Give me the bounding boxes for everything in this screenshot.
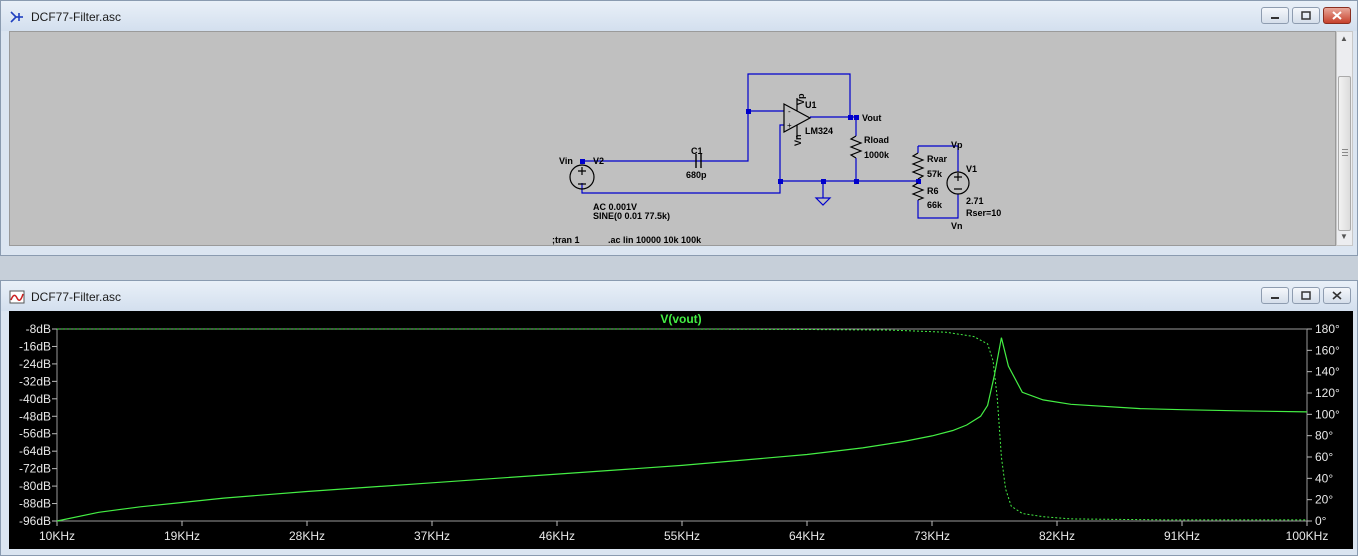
label-u1-model: LM324 xyxy=(805,126,833,136)
close-button[interactable] xyxy=(1323,287,1351,304)
label-rload-value: 1000k xyxy=(864,150,890,160)
label-vn: Vn xyxy=(951,221,963,231)
label-c1: C1 xyxy=(691,146,703,156)
ground-symbol xyxy=(814,197,832,206)
close-button[interactable] xyxy=(1323,7,1351,24)
x-tick-label: 64KHz xyxy=(789,529,825,543)
schematic-canvas[interactable]: - + Vin V2 C1 680p U1 LM xyxy=(9,31,1336,246)
label-v1-value: 2.71 xyxy=(966,196,984,206)
x-tick-label: 91KHz xyxy=(1164,529,1200,543)
x-tick-label: 100KHz xyxy=(1286,529,1329,543)
schematic-window-title: DCF77-Filter.asc xyxy=(31,10,122,24)
y-right-tick-label: 40° xyxy=(1315,471,1333,485)
y-right-tick-label: 0° xyxy=(1315,514,1327,528)
schematic-titlebar[interactable]: DCF77-Filter.asc xyxy=(1,1,1357,31)
svg-text:-: - xyxy=(788,107,791,116)
y-right-tick-label: 20° xyxy=(1315,493,1333,507)
label-vin: Vin xyxy=(559,156,573,166)
y-left-tick-label: -56dB xyxy=(19,427,51,441)
label-vp: Vp xyxy=(951,140,963,150)
minimize-button[interactable] xyxy=(1261,7,1289,24)
scroll-down-icon[interactable]: ▼ xyxy=(1340,232,1348,241)
directive-tran[interactable]: ;tran 1 xyxy=(552,235,580,245)
y-right-tick-label: 80° xyxy=(1315,429,1333,443)
label-v1: V1 xyxy=(966,164,977,174)
y-left-tick-label: -24dB xyxy=(19,357,51,371)
label-r6: R6 xyxy=(927,186,939,196)
opamp-u1[interactable]: - + xyxy=(783,98,812,138)
resistor-r6[interactable] xyxy=(911,182,925,201)
maximize-button[interactable] xyxy=(1292,7,1320,24)
scroll-up-icon[interactable]: ▲ xyxy=(1340,34,1348,43)
y-left-tick-label: -96dB xyxy=(19,514,51,528)
label-v2-ac: AC 0.001V xyxy=(593,202,637,212)
y-left-tick-label: -48dB xyxy=(19,409,51,423)
y-right-tick-label: 100° xyxy=(1315,407,1340,421)
y-left-tick-label: -32dB xyxy=(19,374,51,388)
voltage-source-v2[interactable] xyxy=(569,164,595,190)
minimize-button[interactable] xyxy=(1261,287,1289,304)
y-right-tick-label: 60° xyxy=(1315,450,1333,464)
label-rload: Rload xyxy=(864,135,889,145)
maximize-icon xyxy=(1301,11,1311,20)
y-left-tick-label: -88dB xyxy=(19,497,51,511)
label-v2: V2 xyxy=(593,156,604,166)
minimize-icon xyxy=(1271,16,1279,19)
series-magnitude-line xyxy=(56,337,1308,522)
x-tick-label: 73KHz xyxy=(914,529,950,543)
wire-junctions xyxy=(580,109,921,184)
maximize-button[interactable] xyxy=(1292,287,1320,304)
label-opamp-vn: Vn xyxy=(793,134,803,146)
label-opamp-vp: Vp xyxy=(796,93,806,105)
close-icon xyxy=(1332,11,1342,20)
label-rvar-value: 57k xyxy=(927,169,943,179)
plot-frame xyxy=(56,328,1308,522)
minimize-icon xyxy=(1271,296,1279,299)
y-right-tick-label: 140° xyxy=(1315,365,1340,379)
x-tick-label: 37KHz xyxy=(414,529,450,543)
y-right-tick-label: 120° xyxy=(1315,386,1340,400)
waveform-icon xyxy=(9,290,25,304)
x-tick-label: 82KHz xyxy=(1039,529,1075,543)
x-tick-label: 55KHz xyxy=(664,529,700,543)
series-phase-line xyxy=(57,328,1307,521)
waveform-plot[interactable]: V(vout) -8dB -16dB -24dB -32dB -40dB -48dB -56… xyxy=(9,311,1353,549)
x-tick-label: 28KHz xyxy=(289,529,325,543)
trace-legend[interactable]: V(vout) xyxy=(660,312,701,326)
label-rvar: Rvar xyxy=(927,154,948,164)
svg-text:+: + xyxy=(787,121,792,130)
resistor-rload[interactable] xyxy=(849,135,863,159)
schematic-icon xyxy=(10,11,23,23)
schematic-scrollbar[interactable]: ▲ ▼ xyxy=(1336,31,1353,246)
scroll-thumb[interactable] xyxy=(1338,76,1351,231)
y-right-tick-label: 180° xyxy=(1315,322,1340,336)
label-vout: Vout xyxy=(862,113,881,123)
y-right-tick-label: 160° xyxy=(1315,343,1340,357)
close-icon xyxy=(1332,291,1342,300)
waveform-titlebar[interactable]: DCF77-Filter.asc xyxy=(1,281,1357,311)
label-u1: U1 xyxy=(805,100,817,110)
y-left-tick-label: -64dB xyxy=(19,444,51,458)
x-tick-label: 19KHz xyxy=(164,529,200,543)
y-left-tick-label: -80dB xyxy=(19,479,51,493)
x-tick-label: 10KHz xyxy=(39,529,75,543)
y-left-tick-label: -40dB xyxy=(19,392,51,406)
wires xyxy=(581,73,959,219)
voltage-source-v1[interactable] xyxy=(946,171,970,195)
schematic-window: DCF77-Filter.asc xyxy=(0,0,1358,256)
y-left-tick-label: -72dB xyxy=(19,462,51,476)
waveform-window: DCF77-Filter.asc V(vout) -8dB -16dB -24dB -… xyxy=(0,280,1358,556)
y-left-tick-label: -8dB xyxy=(26,322,51,336)
resistor-rvar[interactable] xyxy=(911,152,925,180)
y-left-tick-label: -16dB xyxy=(19,339,51,353)
label-r6-value: 66k xyxy=(927,200,943,210)
label-v2-sine: SINE(0 0.01 77.5k) xyxy=(593,211,670,221)
label-c1-value: 680p xyxy=(686,170,707,180)
label-v1-rser: Rser=10 xyxy=(966,208,1001,218)
capacitor-c1[interactable] xyxy=(695,154,702,168)
waveform-window-title: DCF77-Filter.asc xyxy=(31,290,122,304)
directive-ac[interactable]: .ac lin 10000 10k 100k xyxy=(608,235,702,245)
x-tick-label: 46KHz xyxy=(539,529,575,543)
maximize-icon xyxy=(1301,291,1311,300)
